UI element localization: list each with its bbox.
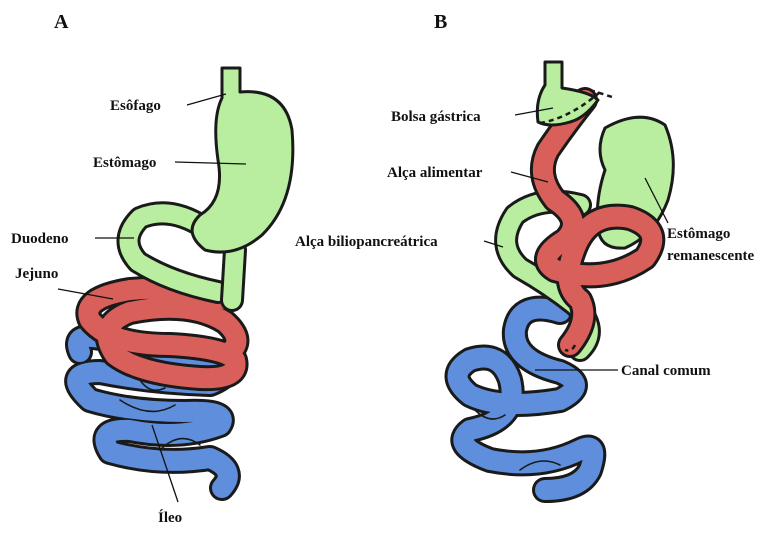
- label-duodenum: Duodeno: [11, 231, 69, 247]
- label-stomach: Estômago: [93, 155, 156, 171]
- panel-b-letter: B: [434, 11, 447, 33]
- label-gastric-pouch: Bolsa gástrica: [391, 109, 481, 125]
- panel-b: B Bolsa gástri: [295, 11, 755, 490]
- label-jejunum: Jejuno: [15, 266, 58, 282]
- gastric-pouch-b: [537, 62, 612, 125]
- panel-a: A Esôfago Estômago: [11, 11, 293, 526]
- panel-a-letter: A: [54, 11, 69, 33]
- stomach-a: [192, 68, 293, 252]
- label-esophagus: Esôfago: [110, 98, 161, 114]
- label-alimentary-limb: Alça alimentar: [387, 165, 483, 181]
- label-ileum: Íleo: [158, 509, 182, 526]
- label-biliopancreatic-limb: Alça biliopancreátrica: [295, 234, 438, 250]
- label-remnant-stomach-line2: remanescente: [667, 248, 755, 264]
- label-common-channel: Canal comum: [621, 363, 711, 379]
- label-remnant-stomach-line1: Estômago: [667, 226, 730, 242]
